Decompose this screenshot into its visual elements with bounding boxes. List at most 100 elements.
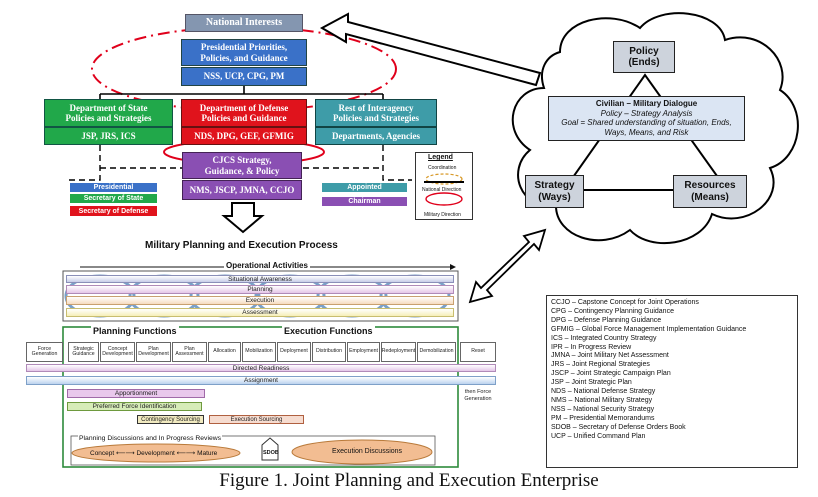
strategy-box: Strategy (Ways) [525, 175, 584, 208]
glossary-item: JSCP – Joint Strategic Campaign Plan [551, 370, 671, 378]
column-allocation: Allocation [208, 342, 241, 362]
column-plan-assessment: Plan Assessment [172, 342, 207, 362]
resources-line1: Resources [684, 180, 736, 191]
execution-sourcing-bar: Execution Sourcing [209, 415, 304, 424]
presidential-line2: Policies, and Guidance [200, 52, 288, 63]
legend-presidential-label: Presidential [93, 184, 134, 191]
glossary-item: UCP – Unified Command Plan [551, 432, 646, 440]
interagency-line2: Policies and Strategies [333, 113, 419, 123]
planning-functions-label: Planning Functions [91, 326, 179, 336]
directed-readiness-bar: Directed Readiness [26, 364, 496, 372]
defense-docs-box: NDS, DPG, GEF, GFMIG [181, 127, 307, 145]
national-interests-box: National Interests [185, 14, 303, 32]
glossary-item: JMNA – Joint Military Net Assessment [551, 352, 669, 360]
strategy-line2: (Ways) [538, 191, 571, 203]
column-distribution: Distribution [312, 342, 346, 362]
column-demobilization: Demobilization [417, 342, 456, 362]
interagency-docs: Departments, Agencies [332, 130, 420, 141]
contingency-sourcing-bar: Contingency Sourcing [137, 415, 204, 424]
dialogue-title: Civilian – Military Dialogue [595, 99, 698, 108]
glossary-item: NMS – National Military Strategy [551, 396, 653, 404]
state-docs: JSP, JRS, ICS [81, 130, 136, 141]
execution-sourcing-label: Execution Sourcing [230, 416, 283, 423]
resources-box: Resources (Means) [673, 175, 747, 208]
then-force-line2: Generation [464, 396, 492, 402]
glossary-item: DPG – Defense Planning Guidance [551, 316, 662, 324]
legend-appointed: Appointed [322, 183, 407, 192]
cjcs-docs: NMS, JSCP, JMNA, CCJO [189, 184, 295, 195]
coordination-dash-left [67, 145, 101, 181]
national-interests-label: National Interests [205, 17, 283, 29]
glossary-item: JSP – Joint Strategic Plan [551, 379, 632, 387]
sdob-marker [261, 437, 279, 461]
coordination-dash-right [382, 145, 412, 181]
execution-label: Execution [245, 297, 275, 304]
apportionment-label: Apportionment [114, 390, 158, 397]
planning-cloud [71, 443, 241, 463]
policy-box: Policy (Ends) [613, 41, 675, 73]
functions-frame [62, 326, 459, 468]
execution-cloud [291, 439, 433, 465]
preferred-force-label: Preferred Force Identification [92, 403, 177, 410]
glossary-item: GFMIG – Global Force Management Implemen… [551, 325, 747, 333]
column-concept-development: Concept Development [100, 342, 135, 362]
legend-appointed-label: Appointed [347, 184, 382, 191]
policy-line2: (Ends) [628, 57, 660, 68]
cjcs-box: CJCS Strategy, Guidance, & Policy [182, 152, 302, 179]
directed-readiness-label: Directed Readiness [232, 364, 290, 372]
glossary-item: SDOB – Secretary of Defense Orders Book [551, 423, 686, 431]
glossary-item: CPG – Contingency Planning Guidance [551, 307, 674, 315]
cjcs-line1: CJCS Strategy, [212, 155, 272, 166]
legend-coordination-symbol [425, 173, 463, 185]
mature-label: Mature [197, 450, 218, 457]
legend-secstate: Secretary of State [70, 194, 157, 203]
legend-chairman-label: Chairman [348, 198, 381, 205]
legend-military-direction: Military Direction [424, 212, 461, 218]
state-line2: Policies and Strategies [65, 113, 152, 123]
contingency-sourcing-label: Contingency Sourcing [141, 416, 200, 423]
development-label: Development [136, 450, 175, 457]
column-employment: Employment [347, 342, 380, 362]
arrow-icon: ⟵⟶ [176, 450, 196, 457]
glossary-item: NSS – National Security Strategy [551, 405, 655, 413]
column-reset: Reset [460, 342, 496, 362]
dialogue-line4: Ways, Means, and Risk [604, 127, 689, 137]
legend-presidential: Presidential [70, 183, 157, 192]
defense-line1: Department of Defense [199, 102, 289, 113]
assignment-label: Assignment [244, 377, 278, 384]
assessment-label: Assessment [242, 309, 278, 316]
sdob-label: SDOB [263, 450, 279, 456]
legend-national-line [424, 181, 464, 183]
resources-line2: (Means) [691, 191, 729, 203]
column-strategic-guidance: Strategic Guidance [68, 342, 99, 362]
defense-docs: NDS, DPG, GEF, GFMIG [194, 130, 294, 141]
execution-discussions-label: Execution Discussions [332, 448, 403, 455]
cjcs-line2: Guidance, & Policy [204, 165, 280, 176]
then-force-line1: then Force [464, 389, 492, 395]
glossary-box: CCJO – Capstone Concept for Joint Operat… [546, 295, 798, 468]
planning-progression: Concept ⟵⟶ Development ⟵⟶ Mature [90, 449, 230, 457]
legend-national-direction: National Direction [422, 187, 462, 193]
planning-bar: Planning [66, 285, 454, 294]
execution-functions-label: Execution Functions [282, 326, 375, 336]
dialogue-box: Civilian – Military Dialogue Policy – St… [548, 96, 745, 141]
planning-label: Planning [247, 286, 273, 293]
arrow-to-national-interests [319, 12, 542, 87]
legend-title: Legend [428, 154, 453, 161]
column-redeployment: Redeployment [381, 342, 416, 362]
glossary-item: PM – Presidential Memorandums [551, 414, 655, 422]
cjcs-docs-box: NMS, JSCP, JMNA, CCJO [182, 180, 302, 200]
interagency-line1: Rest of Interagency [338, 102, 414, 113]
double-arrow [468, 228, 547, 304]
glossary-item: JRS – Joint Regional Strategies [551, 361, 650, 369]
assignment-bar: Assignment [26, 376, 496, 385]
concept-label: Concept [90, 450, 115, 457]
operational-activities-arrowhead [450, 264, 456, 270]
glossary-item: CCJO – Capstone Concept for Joint Operat… [551, 299, 699, 306]
presidential-box: Presidential Priorities, Policies, and G… [181, 39, 307, 66]
assessment-bar: Assessment [66, 308, 454, 317]
strategy-line1: Strategy [534, 180, 575, 191]
legend-secstate-label: Secretary of State [83, 195, 144, 202]
column-mobilization: Mobilization [242, 342, 276, 362]
situational-awareness-label: Situational Awareness [228, 275, 292, 283]
